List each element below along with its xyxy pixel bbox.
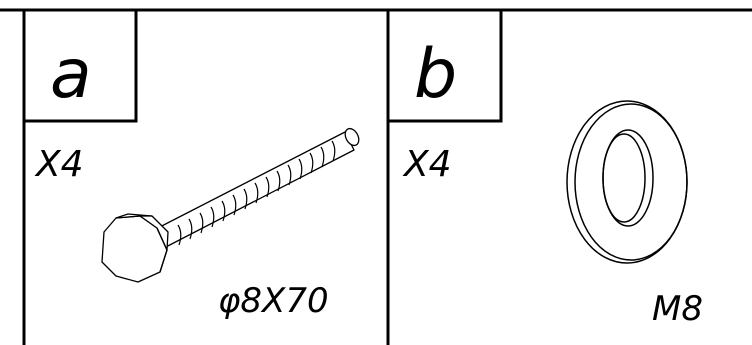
panel-a: a X4 φ8X70 <box>22 8 360 321</box>
panel-b-letter-box <box>386 8 503 123</box>
panel-a-letter-box <box>22 8 138 123</box>
panel-a-letter: a <box>50 35 92 114</box>
panel-b-quantity: X4 <box>402 144 452 185</box>
panel-b-letter: b <box>414 35 457 114</box>
hex-bolt-icon <box>101 127 360 283</box>
washer-icon <box>566 100 688 264</box>
panel-a-quantity: X4 <box>34 144 84 185</box>
panel-b: b X4 M8 <box>386 8 703 329</box>
panel-a-spec: φ8X70 <box>218 281 329 321</box>
panel-b-spec: M8 <box>652 289 703 329</box>
